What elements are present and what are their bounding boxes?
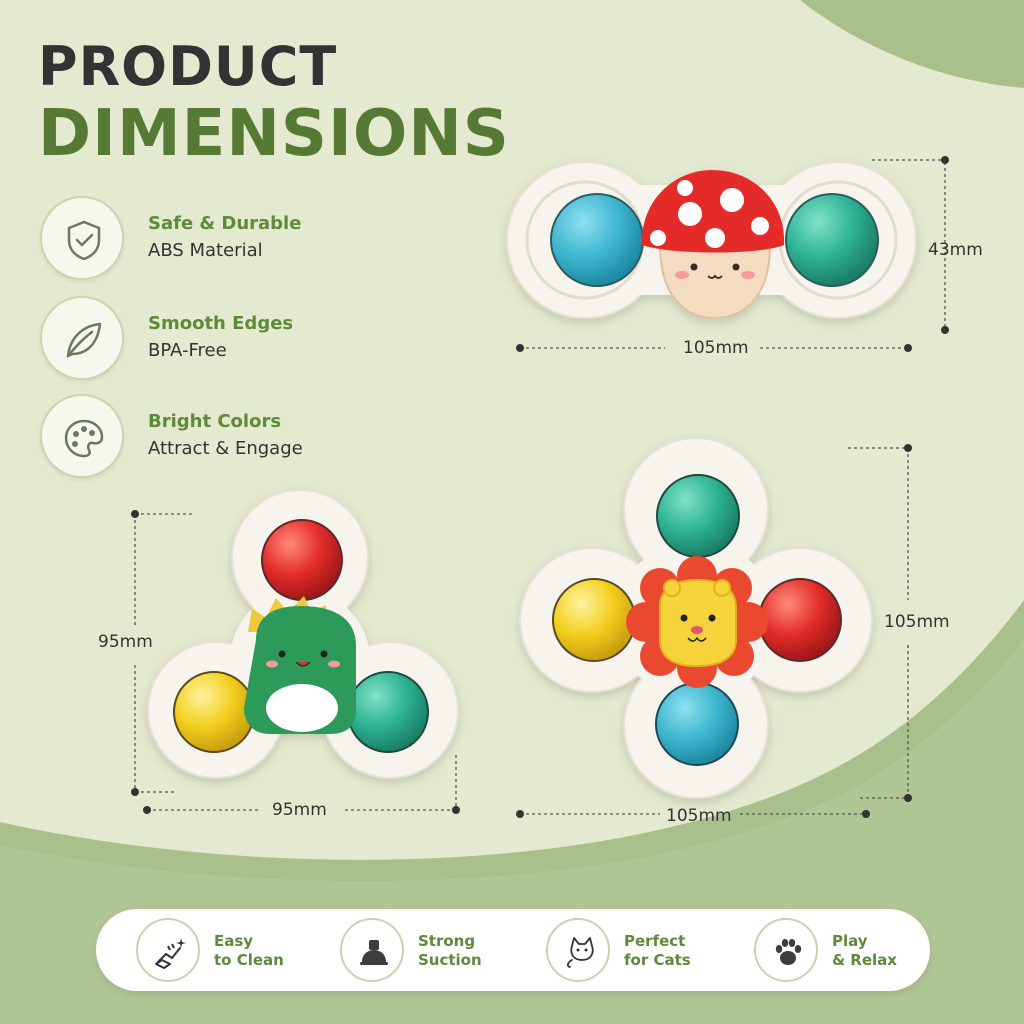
- mushroom-height-label: 43mm: [928, 240, 983, 260]
- feature-title: Bright Colors: [148, 411, 282, 432]
- bottom-feature-line2: Suction: [418, 951, 482, 969]
- lion-height-label: 105mm: [884, 612, 950, 632]
- bottom-feature-line2: for Cats: [624, 951, 691, 969]
- bottom-feature-line2: & Relax: [832, 951, 897, 969]
- feature-title: Safe & Durable: [148, 213, 302, 234]
- shield-check-icon: [40, 196, 124, 280]
- palette-icon: [40, 394, 124, 478]
- lion-spinner: [519, 437, 873, 799]
- dino-width-label: 95mm: [272, 800, 327, 820]
- lion-width-label: 105mm: [666, 806, 732, 826]
- title-line-1: PRODUCT: [38, 35, 338, 98]
- feature-smooth-edges: Smooth Edges BPA-Free: [40, 296, 400, 380]
- cat-icon: [546, 918, 610, 982]
- paw-icon: [754, 918, 818, 982]
- mushroom-spinner: [506, 161, 917, 320]
- bottom-feature-line1: Strong: [418, 932, 476, 950]
- feature-bright-colors: Bright Colors Attract & Engage: [40, 394, 400, 478]
- leaf-icon: [40, 296, 124, 380]
- feature-title: Smooth Edges: [148, 313, 294, 334]
- dino-height-label: 95mm: [98, 632, 153, 652]
- bottom-feature-line1: Perfect: [624, 932, 686, 950]
- feature-subtitle: Attract & Engage: [148, 438, 303, 459]
- bottom-feature-play-relax: Play& Relax: [754, 918, 954, 982]
- suction-cup-icon: [340, 918, 404, 982]
- bottom-feature-line1: Play: [832, 932, 868, 950]
- bottom-feature-line1: Easy: [214, 932, 254, 950]
- feature-safe-durable: Safe & Durable ABS Material: [40, 196, 400, 280]
- title-line-2: DIMENSIONS: [38, 97, 510, 171]
- bottom-feature-line2: to Clean: [214, 951, 284, 969]
- mushroom-width-label: 105mm: [683, 338, 749, 358]
- page-title: PRODUCT DIMENSIONS: [38, 35, 510, 171]
- feature-subtitle: BPA-Free: [148, 340, 227, 361]
- feature-subtitle: ABS Material: [148, 240, 263, 261]
- hand-sparkle-icon: [136, 918, 200, 982]
- dino-spinner: [147, 489, 459, 779]
